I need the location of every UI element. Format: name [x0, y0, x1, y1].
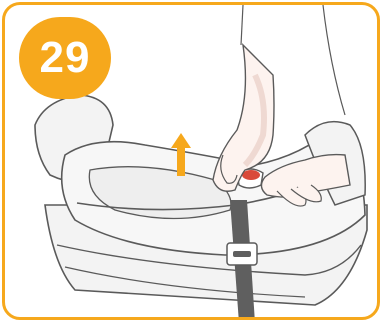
step-number-badge: 29 [19, 17, 111, 99]
wrist-line-right [323, 5, 345, 115]
step-number: 29 [40, 33, 91, 83]
wrist-line-left [241, 5, 243, 45]
step-frame: 29 [2, 2, 380, 320]
strap-buckle-slot [233, 251, 251, 257]
